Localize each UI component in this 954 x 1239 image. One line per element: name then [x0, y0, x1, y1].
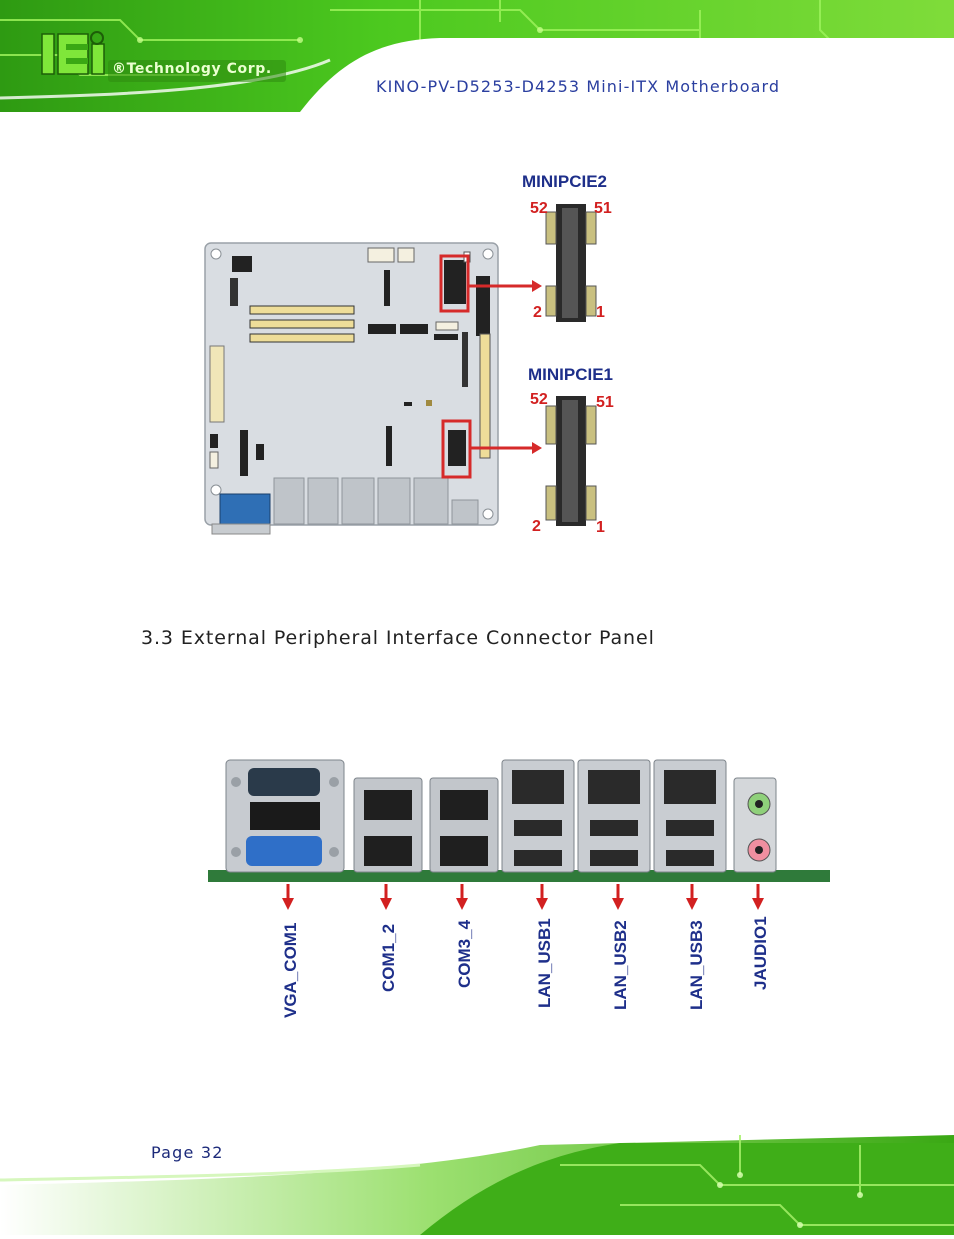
minipcie1-pin-1: 1	[596, 519, 605, 536]
footer-pcb-banner	[0, 1125, 954, 1235]
minipcie2-pin-52: 52	[530, 200, 548, 217]
header-pcb-banner	[0, 0, 954, 112]
label-jaudio1: JAUDIO1	[751, 916, 770, 990]
label-lan-usb3: LAN_USB3	[687, 920, 706, 1010]
minipcie2-pin-2: 2	[533, 304, 542, 321]
minipcie-diagram: MINIPCIE2 52 51 2 1 MINIPCIE1 52 51 2 1	[204, 172, 614, 536]
minipcie1-label: MINIPCIE1	[528, 365, 613, 384]
label-vga-com1: VGA_COM1	[281, 923, 300, 1018]
minipcie2-pin-51: 51	[594, 200, 612, 217]
rear-panel-diagram: VGA_COM1 COM1_2 COM3_4 LAN_USB1 LAN_USB2…	[208, 759, 830, 1018]
minipcie2-highlight	[439, 254, 470, 313]
document-title: KINO-PV-D5253-D4253 Mini-ITX Motherboard	[376, 77, 781, 96]
page-header	[0, 0, 954, 112]
minipcie1-pin-2: 2	[532, 518, 541, 535]
rear-panel-figure: VGA_COM1 COM1_2 COM3_4 LAN_USB1 LAN_USB2…	[200, 752, 840, 1022]
label-lan-usb2: LAN_USB2	[611, 920, 630, 1010]
section-title: 3.3 External Peripheral Interface Connec…	[141, 627, 655, 649]
minipcie2-label: MINIPCIE2	[522, 172, 607, 191]
minipcie1-pin-52: 52	[530, 391, 548, 408]
page-footer	[0, 1125, 954, 1235]
page-number: Page 32	[151, 1143, 224, 1162]
minipcie1-pin-51: 51	[596, 394, 614, 411]
minipcie-location-figure: MINIPCIE2 52 51 2 1 MINIPCIE1 52 51 2 1	[200, 168, 640, 540]
label-com1-2: COM1_2	[379, 924, 398, 992]
minipcie2-pin-1: 1	[596, 304, 605, 321]
iei-logo-mark	[41, 31, 286, 82]
vga-com-connector	[225, 759, 345, 873]
audio-jack-connector	[733, 777, 777, 873]
minipcie1-connector	[545, 396, 597, 526]
label-com3-4: COM3_4	[455, 919, 474, 988]
brand-text: ®Technology Corp.	[112, 61, 272, 77]
label-lan-usb1: LAN_USB1	[535, 918, 554, 1008]
minipcie2-connector	[545, 204, 597, 322]
